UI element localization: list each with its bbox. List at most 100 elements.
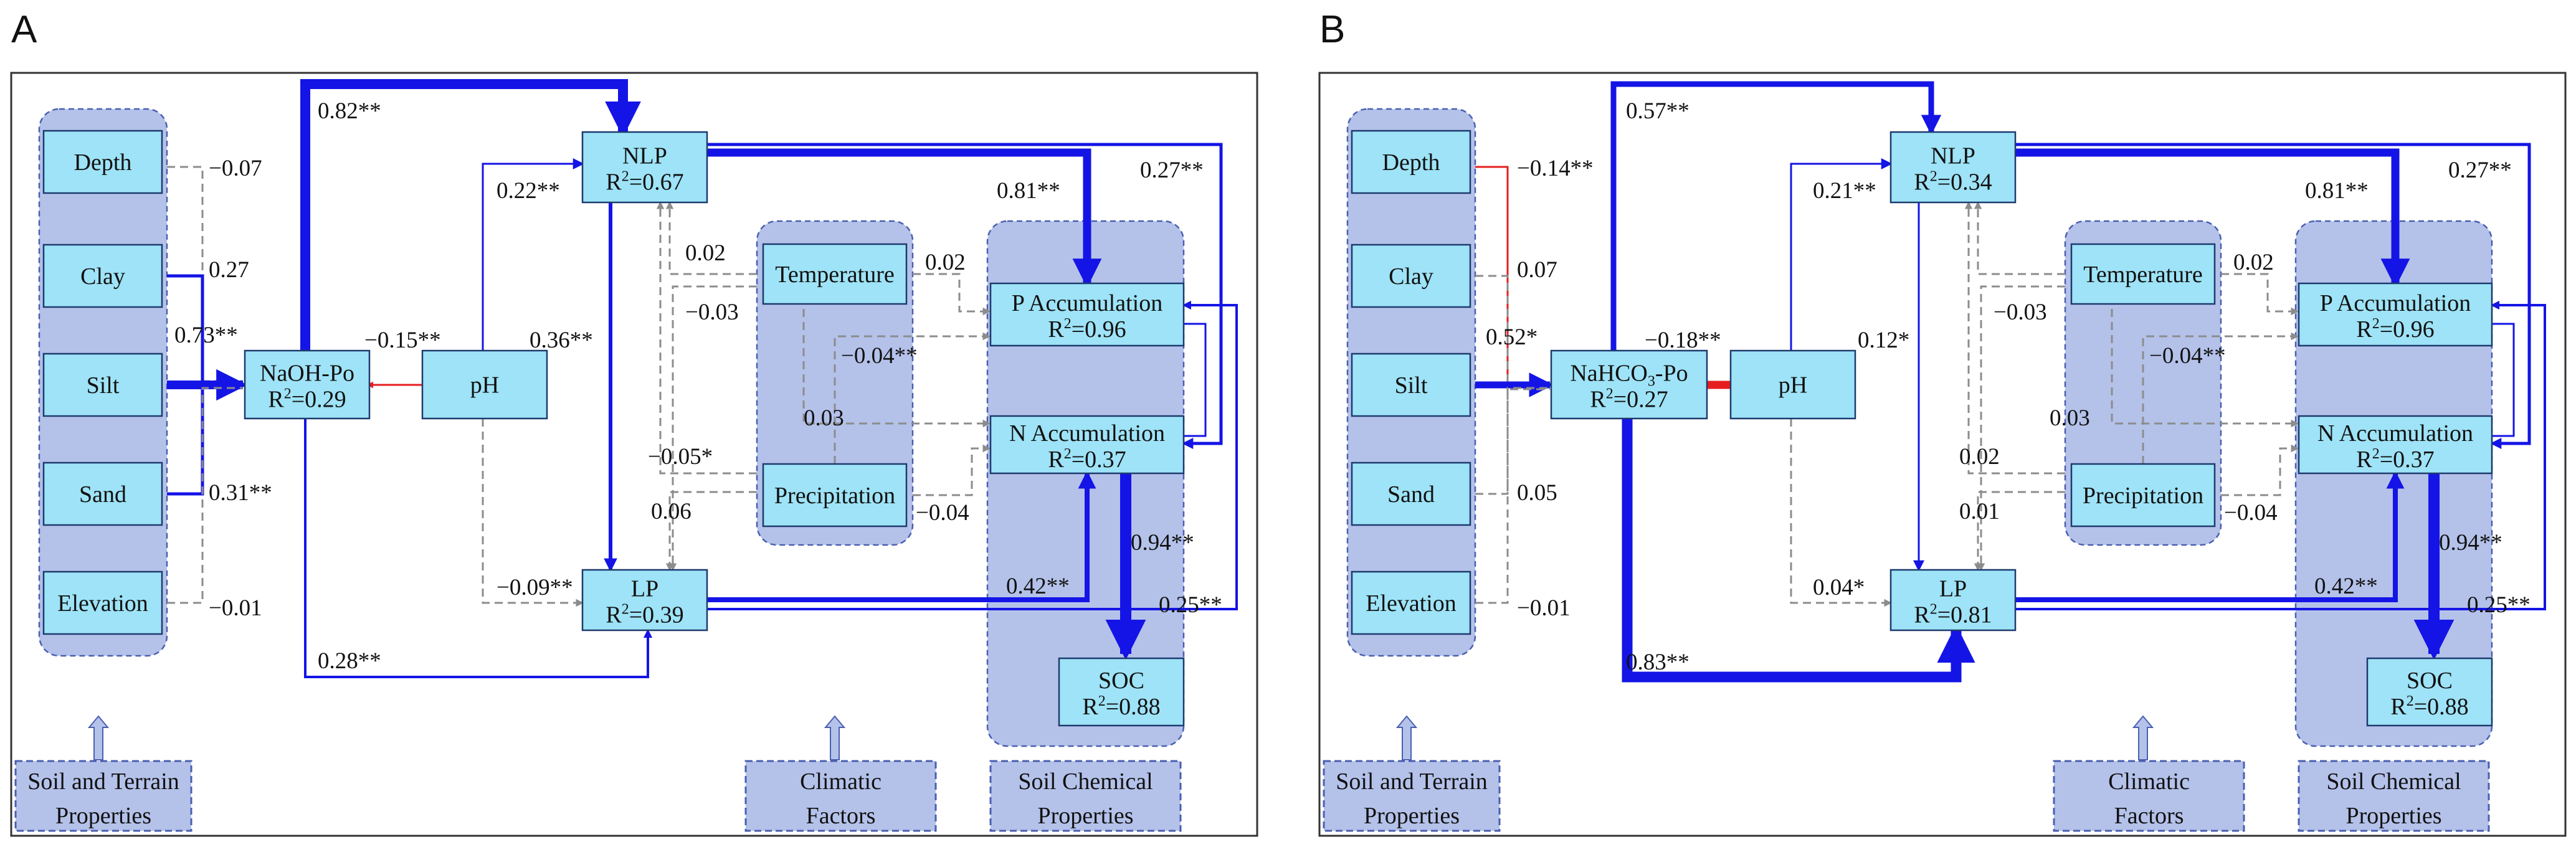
arrow-up-soil <box>1395 715 1418 760</box>
node-sand: Sand <box>1351 461 1471 526</box>
node-sand-label: Sand <box>79 481 126 508</box>
group-label-soil-terrain-line2: Properties <box>55 803 151 829</box>
path-precip-nacc <box>913 444 991 496</box>
node-depth-box <box>42 130 163 194</box>
panel-label: B <box>1319 8 1345 51</box>
coef-nlp-soc: 0.27** <box>2448 158 2512 183</box>
node-elevation-label: Elevation <box>57 590 148 617</box>
node-lp-r2: R2=0.81 <box>1914 602 1992 628</box>
coef-temp-lp: −0.03 <box>685 300 739 325</box>
node-temperature-box <box>762 243 908 305</box>
path-temp-nlp <box>1974 201 2065 275</box>
node-precipitation: Precipitation <box>2070 463 2216 528</box>
coef-elevation-po: −0.01 <box>1517 595 1571 621</box>
coef-precip-pacc: −0.04** <box>2149 343 2226 369</box>
path-temp-nlp <box>665 201 757 275</box>
node-temperature-label: Temperature <box>775 262 894 288</box>
path-lp-pacc-outer <box>707 300 1238 610</box>
path-pacc-nacc <box>2492 323 2515 437</box>
group-label-soil-terrain-line1: Soil and Terrain <box>27 769 179 795</box>
coef-precip-nacc: −0.04 <box>916 500 969 526</box>
group-label-soil-chemical-line1: Soil Chemical <box>2326 769 2461 795</box>
node-po-title: NaOH-Po <box>260 361 354 387</box>
coef-nlp-pacc: 0.81** <box>997 178 1060 204</box>
path-temp-pacc <box>913 273 991 316</box>
coef-ph-lp: 0.04* <box>1813 575 1865 600</box>
node-n-accumulation-title: N Accumulation <box>2317 420 2473 447</box>
node-clay-label: Clay <box>80 263 125 290</box>
path-temp-nacc <box>802 296 991 428</box>
coef-sand-po: 0.05 <box>1517 480 1557 506</box>
node-sand-box <box>1351 461 1471 526</box>
path-temp-nacc <box>2111 296 2299 428</box>
node-silt-box <box>1351 353 1471 417</box>
path-precip-lp <box>1974 491 2065 571</box>
node-precipitation-label: Precipitation <box>2083 483 2203 509</box>
coef-precip-pacc: −0.04** <box>841 343 918 369</box>
paths <box>167 79 1238 678</box>
node-lp-title: LP <box>1939 576 1967 602</box>
coef-silt-po: 0.52* <box>1486 324 1538 350</box>
coef-lp-nacc: 0.42** <box>2314 574 2378 599</box>
node-silt-label: Silt <box>1395 372 1428 399</box>
node-depth-label: Depth <box>1382 149 1440 176</box>
path-ph-lp <box>1790 419 1892 607</box>
node-ph-box <box>1729 349 1856 420</box>
node-n-accumulation-r2: R2=0.37 <box>2356 446 2434 473</box>
node-soc-r2: R2=0.88 <box>2390 693 2468 720</box>
path-precip-nlp <box>1964 201 2065 475</box>
node-p-accumulation-box <box>989 282 1185 347</box>
coef-elevation-po: −0.01 <box>209 595 262 621</box>
node-clay-box <box>1351 244 1471 308</box>
node-ph: pH <box>421 349 548 420</box>
group-label-climatic-line1: Climatic <box>800 769 882 795</box>
node-temperature: Temperature <box>762 243 908 305</box>
node-depth-label: Depth <box>74 149 132 176</box>
group-label-climatic-line2: Factors <box>2114 803 2184 829</box>
path-precip-nacc <box>2221 444 2299 496</box>
coef-nlp-lp: 0.36** <box>530 328 593 353</box>
node-n-accumulation-r2: R2=0.37 <box>1048 446 1126 473</box>
path-lp-pacc-outer <box>2015 300 2546 610</box>
coef-depth-po: −0.07 <box>209 156 262 181</box>
coef-depth-po: −0.14** <box>1517 156 1594 181</box>
coef-po-lp: 0.28** <box>318 648 381 674</box>
group-label-climatic-line2: Factors <box>806 803 876 829</box>
path-ph-nlp <box>482 158 584 351</box>
group-label-soil-chemical-line1: Soil Chemical <box>1018 769 1153 795</box>
node-lp-r2: R2=0.39 <box>606 602 683 628</box>
coef-sand-po: 0.31** <box>209 480 272 506</box>
coef-ph-nlp: 0.21** <box>1813 178 1876 204</box>
node-sand-box <box>42 461 163 526</box>
path-po-lp <box>1622 419 1975 683</box>
node-lp-title: LP <box>631 576 658 602</box>
node-soc-box <box>1058 657 1185 727</box>
node-ph-label: pH <box>470 372 499 399</box>
node-nlp-box <box>1889 131 2017 204</box>
coef-nlp-soc: 0.27** <box>1140 158 1204 183</box>
path-nlp-nacc-outer <box>2015 143 2531 449</box>
group-label-climatic-box <box>2053 760 2245 832</box>
node-ph-label: pH <box>1779 372 1807 399</box>
node-p-accumulation-title: P Accumulation <box>2320 290 2471 316</box>
node-ph: pH <box>1729 349 1856 420</box>
node-silt: Silt <box>1351 353 1471 417</box>
node-sand-label: Sand <box>1387 481 1435 508</box>
coef-temp-nacc: 0.03 <box>804 405 844 431</box>
node-n-accumulation-title: N Accumulation <box>1009 420 1165 447</box>
node-elevation-box <box>42 570 163 635</box>
path-pacc-nacc <box>1184 323 1207 437</box>
node-elevation-label: Elevation <box>1366 590 1457 617</box>
node-po-r2: R2=0.29 <box>268 386 346 413</box>
node-precipitation: Precipitation <box>762 463 908 528</box>
node-lp-box <box>581 569 708 632</box>
group-label-soil-terrain-line2: Properties <box>1364 803 1460 829</box>
coef-ph-po: −0.15** <box>364 328 441 353</box>
node-soc-r2: R2=0.88 <box>1082 693 1160 720</box>
node-po-r2: R2=0.27 <box>1590 386 1668 413</box>
